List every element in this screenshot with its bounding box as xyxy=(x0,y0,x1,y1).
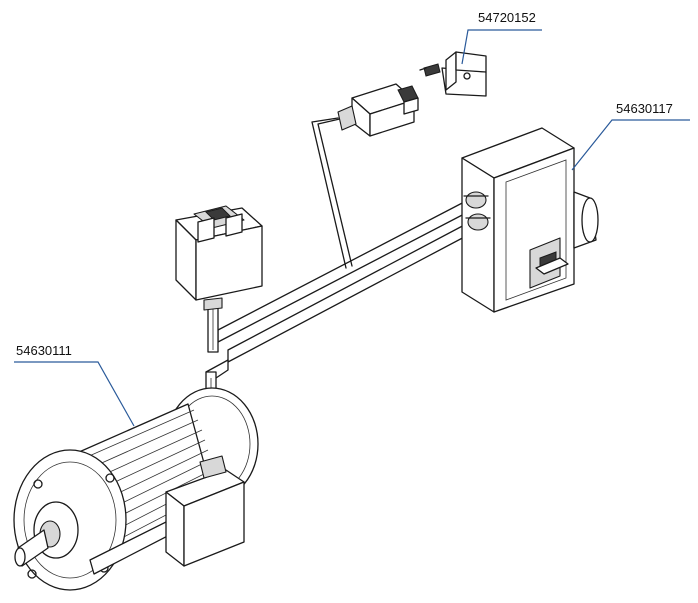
label-control-box: 54630117 xyxy=(616,101,673,116)
label-bracket: 54720152 xyxy=(478,10,536,25)
leader-motor xyxy=(14,361,135,427)
switch-box xyxy=(175,205,263,311)
control-box xyxy=(461,127,599,313)
leader-bracket xyxy=(461,29,542,65)
proximity-sensor xyxy=(337,83,419,137)
sensor-cable xyxy=(311,117,353,269)
electric-motor xyxy=(13,387,259,591)
mounting-bracket xyxy=(419,51,487,97)
leader-control-box xyxy=(571,119,690,171)
label-motor: 54630111 xyxy=(16,343,72,358)
